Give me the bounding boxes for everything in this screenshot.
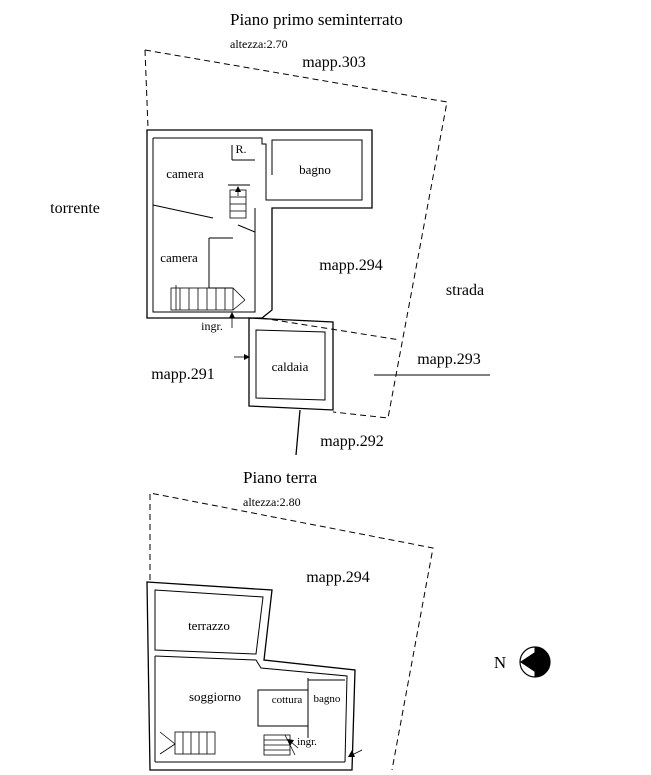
compass: N <box>494 646 551 678</box>
parcel-292-label: mapp.292 <box>320 433 384 450</box>
terrazzo-inner <box>154 589 264 655</box>
caldaia-entrance-arrow-icon <box>234 354 250 360</box>
caldaia-room-outline <box>248 317 334 411</box>
lower-plan-title: Piano terra <box>243 468 318 487</box>
upper-west-inner-wall <box>152 138 256 313</box>
room-caldaia: caldaia <box>272 359 309 374</box>
lower-building-outline <box>146 581 356 771</box>
upper-plan-height: altezza:2.70 <box>230 37 288 51</box>
upper-entrance-arrow-icon <box>229 312 235 328</box>
upper-partition-1 <box>152 204 214 219</box>
room-bagno-upper: bagno <box>299 162 331 177</box>
upper-boundary-west <box>144 49 149 129</box>
strada-label: strada <box>446 282 484 299</box>
room-ripostiglio: R. <box>235 142 246 156</box>
lower-plan: Piano terra altezza:2.80 <box>146 468 434 771</box>
lower-entrance-arrow-icon <box>348 749 363 757</box>
upper-stair-small <box>229 186 247 219</box>
parcel-divider-292 <box>295 409 301 456</box>
room-soggiorno: soggiorno <box>189 689 241 704</box>
parcel-293-label: mapp.293 <box>417 351 481 368</box>
upper-inner-walls <box>153 137 363 201</box>
parcel-294-label: mapp.294 <box>319 257 383 274</box>
compass-label: N <box>494 653 506 672</box>
caldaia-room-inner <box>255 329 326 401</box>
room-camera-2: camera <box>160 250 198 265</box>
upper-stair-main <box>170 285 246 311</box>
lower-property-boundary <box>149 492 434 771</box>
parcel-divider-294-293 <box>261 317 401 341</box>
torrente-label: torrente <box>50 200 100 217</box>
lower-parcel-294-label: mapp.294 <box>306 569 370 586</box>
room-camera-1: camera <box>166 166 204 181</box>
upper-entrance-label: ingr. <box>201 319 223 333</box>
lower-entrance-label: ingr. <box>297 736 317 748</box>
parcel-303-label: mapp.303 <box>302 54 366 71</box>
upper-property-boundary <box>144 49 448 419</box>
parcel-291-label: mapp.291 <box>151 366 215 383</box>
lower-stair-left <box>159 731 216 755</box>
north-arrow-icon <box>519 646 551 678</box>
lower-inner-walls <box>154 655 348 763</box>
upper-plan: Piano primo seminterrato altezza:2.70 <box>50 10 490 456</box>
upper-partition-5 <box>237 224 256 233</box>
room-cottura: cottura <box>272 694 303 706</box>
room-terrazzo: terrazzo <box>188 618 230 633</box>
upper-plan-title: Piano primo seminterrato <box>230 10 403 29</box>
lower-plan-height: altezza:2.80 <box>243 495 301 509</box>
room-bagno-lower: bagno <box>314 693 341 705</box>
upper-building-outline <box>146 129 373 319</box>
lower-stair-arrow-icon <box>287 739 299 749</box>
